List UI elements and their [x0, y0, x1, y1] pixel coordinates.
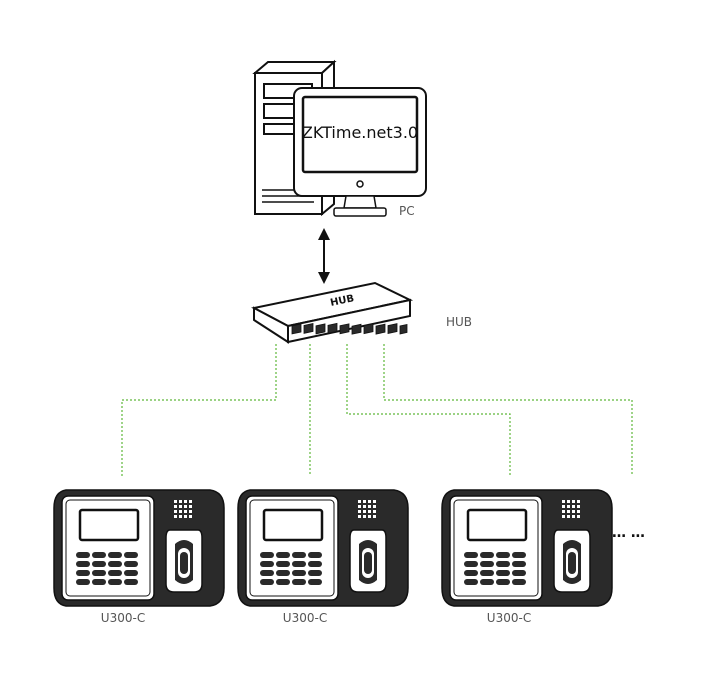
pc-screen-text: ZKTime.net3.0 [302, 123, 418, 142]
terminal-device-2 [236, 488, 410, 608]
continuation-dots: … … [612, 525, 645, 541]
hub-label: HUB [446, 315, 472, 329]
terminal-device-3 [440, 488, 614, 608]
link-3 [346, 344, 511, 476]
terminal-device-1 [52, 488, 226, 608]
device-label-1: U300-C [101, 611, 145, 625]
pc-icon [252, 59, 427, 217]
pc-label: PC [399, 204, 415, 218]
hub-icon [251, 281, 414, 344]
device-label-2: U300-C [283, 611, 327, 625]
network-links [121, 344, 633, 476]
device-label-3: U300-C [487, 611, 531, 625]
link-1 [121, 344, 277, 476]
hub-device-text: HUB [329, 293, 355, 309]
link-4 [383, 344, 633, 476]
bidirectional-arrow [318, 228, 330, 284]
